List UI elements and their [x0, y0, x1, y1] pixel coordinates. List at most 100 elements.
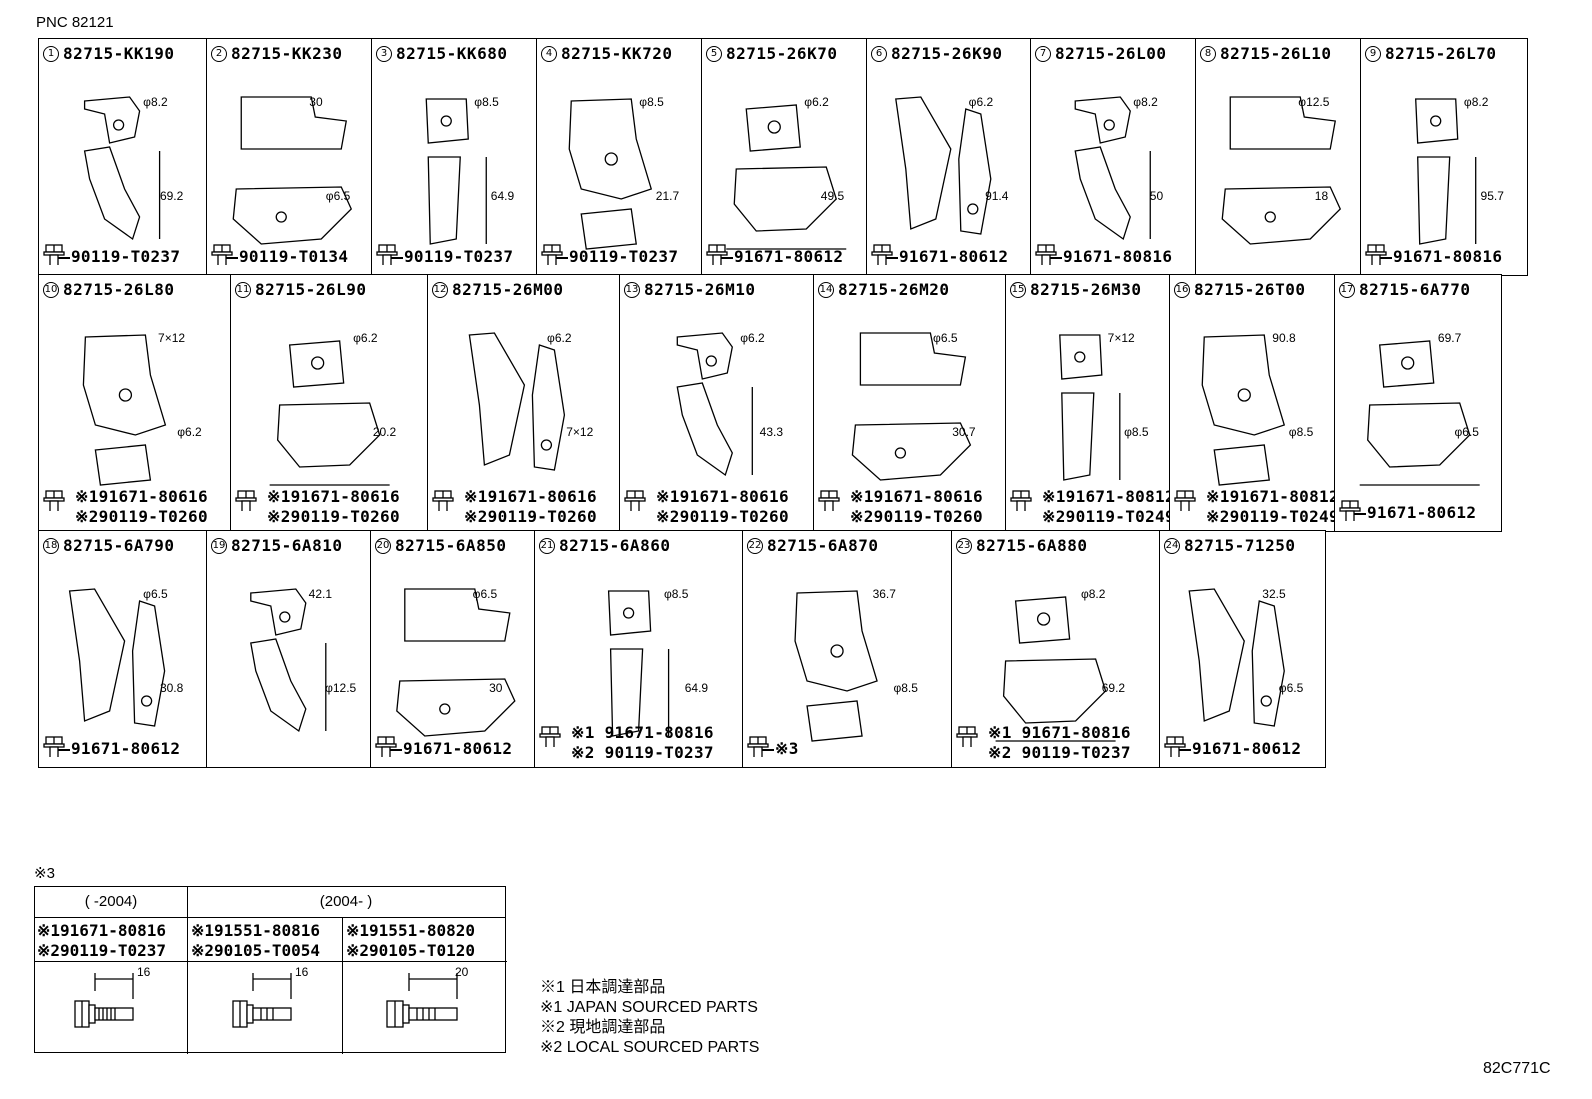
dimension-label: φ8.5: [663, 587, 689, 601]
dimension-label: φ8.2: [1080, 587, 1106, 601]
bolt-part-number: ※290119-T0260: [267, 507, 400, 526]
callout-number: 22: [747, 537, 763, 554]
bolt-length-3: 20: [455, 965, 469, 979]
bracket-drawing: [1415, 98, 1477, 245]
table-header-before: ( -2004): [35, 887, 188, 918]
bolt-part-number: 91671-80816: [1393, 247, 1503, 266]
bolt-part-number: ※3: [775, 739, 799, 758]
callout-number: 6: [871, 45, 887, 62]
bracket-drawing: [250, 588, 327, 733]
bolt-part-number: 91671-80816: [1063, 247, 1173, 266]
dimension-label: 69.2: [1101, 681, 1126, 695]
leader-line: [226, 257, 238, 259]
callout-number: 15: [1010, 281, 1026, 298]
dimension-label: 20.2: [372, 425, 397, 439]
dimension-label: φ8.5: [893, 681, 918, 695]
dimension-label: φ6.5: [325, 189, 351, 203]
dimension-label: φ8.5: [1124, 425, 1149, 439]
dimension-label: 30: [489, 681, 503, 695]
part-number: 82715-26L10: [1220, 44, 1332, 63]
bracket-drawing: [468, 332, 566, 471]
callout-number: 10: [43, 281, 59, 298]
bracket-drawing: [1221, 96, 1342, 245]
dimension-label: φ8.5: [1288, 425, 1314, 439]
dimension-label: 42.1: [308, 587, 333, 601]
dimension-label: 7×12: [158, 331, 186, 345]
table-header-after: (2004- ): [187, 887, 505, 918]
bolt-part-number: 90119-T0237: [404, 247, 514, 266]
dimension-label: 30: [309, 95, 323, 109]
bolt-table: ( -2004) (2004- ) ※191671-80816※290119-T…: [34, 886, 507, 1054]
bolt-icon: [1035, 244, 1057, 265]
leader-line: [1354, 513, 1366, 515]
part-number: 82715-KK190: [63, 44, 175, 63]
leader-line: [556, 257, 568, 259]
part-number: 82715-26L80: [63, 280, 175, 299]
bolt-part-number: ※290119-T0249: [1206, 507, 1336, 526]
callout-number: 13: [624, 281, 640, 298]
bolt-icon: [376, 244, 398, 265]
dimension-label: 69.2: [159, 189, 184, 203]
dimension-label: φ12.5: [1298, 95, 1330, 109]
callout-number: 5: [706, 45, 722, 62]
bracket-drawing: [232, 96, 353, 245]
bolt-icon: [624, 490, 646, 511]
table-cell-part: ※191671-80816※290119-T0237: [37, 921, 166, 960]
dimension-label: φ6.2: [177, 425, 202, 439]
leader-line: [886, 257, 898, 259]
bracket-drawing: [1359, 340, 1480, 486]
dimension-label: φ8.2: [143, 95, 168, 109]
bolt-length-drawings: [74, 973, 458, 1028]
callout-number: 11: [235, 281, 251, 298]
dimension-label: φ6.2: [740, 331, 765, 345]
part-number: 82715-26M10: [644, 280, 756, 299]
part-number: 82715-26L90: [255, 280, 367, 299]
bracket-drawing: [269, 340, 390, 486]
table-cell-part: ※191551-80816※290105-T0054: [191, 921, 320, 960]
bracket-drawing: [676, 332, 753, 477]
part-number: 82715-26L00: [1055, 44, 1167, 63]
bolt-part-number: ※290119-T0260: [75, 507, 208, 526]
leader-line: [1179, 749, 1191, 751]
dimension-label: 90.8: [1272, 331, 1296, 345]
callout-number: 12: [432, 281, 448, 298]
bracket-drawing: [995, 596, 1116, 742]
dimension-label: φ6.2: [353, 331, 378, 345]
bracket-drawing: [83, 96, 161, 241]
bracket-drawing: [1059, 334, 1121, 481]
dimension-label: 64.9: [490, 189, 515, 203]
bracket-drawing: [425, 98, 487, 245]
bolt-part-number: 91671-80612: [1192, 739, 1302, 758]
part-number: 82715-26M30: [1030, 280, 1142, 299]
dimension-label: 43.3: [759, 425, 784, 439]
dimension-label: φ8.2: [1463, 95, 1489, 109]
bracket-drawing: [568, 98, 653, 250]
leader-line: [58, 257, 70, 259]
bracket-drawing: [851, 332, 972, 481]
dimension-label: 64.9: [684, 681, 709, 695]
dimension-label: φ6.5: [1278, 681, 1304, 695]
part-number: 82715-KK720: [561, 44, 673, 63]
dimension-label: 21.7: [655, 189, 680, 203]
bolt-icon: [235, 490, 257, 511]
part-number: 82715-6A880: [976, 536, 1088, 555]
leader-line: [1050, 257, 1062, 259]
callout-number: 3: [376, 45, 392, 62]
